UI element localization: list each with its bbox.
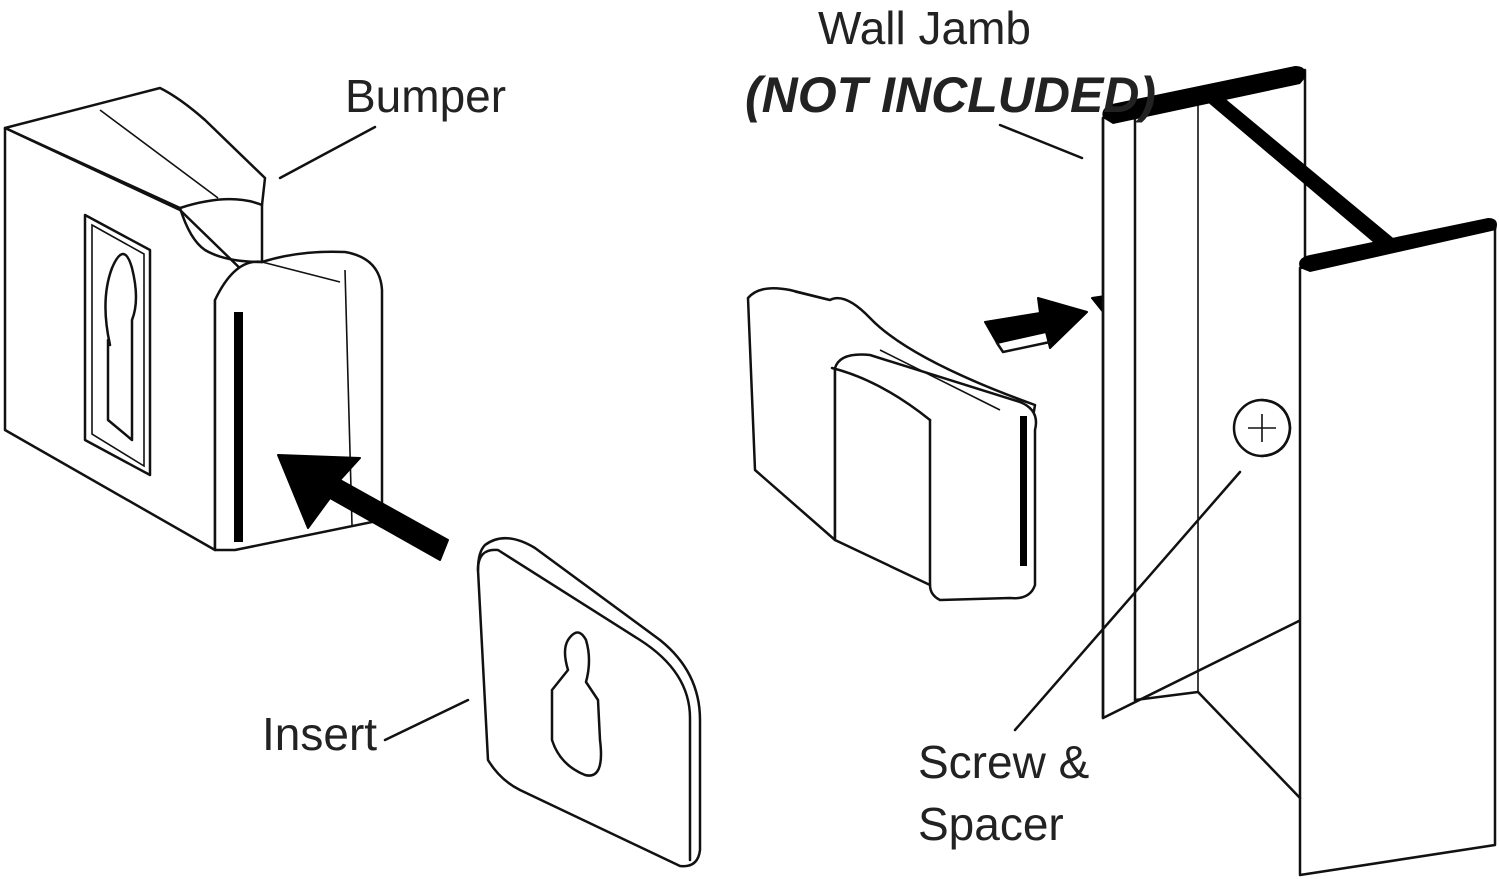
- not-included-label: (NOT INCLUDED): [745, 67, 1156, 123]
- wall-jamb-leader-line: [998, 123, 1084, 160]
- wall-jamb-label: Wall Jamb: [818, 2, 1031, 54]
- insert-leader-line: [383, 698, 470, 742]
- wall-jamb-drawing: [1101, 66, 1497, 877]
- insert-arrow: [277, 454, 449, 561]
- screw-leader-line: [1013, 470, 1242, 732]
- mounted-bumper-drawing: [746, 287, 1038, 602]
- screw-label-line1: Screw &: [918, 736, 1089, 788]
- bumper-drawing: [3, 86, 384, 552]
- insert-drawing: [476, 537, 702, 868]
- bumper-label: Bumper: [345, 70, 506, 122]
- screw-label-line2: Spacer: [918, 798, 1064, 850]
- bumper-leader-line: [278, 125, 377, 180]
- insert-label: Insert: [262, 708, 377, 760]
